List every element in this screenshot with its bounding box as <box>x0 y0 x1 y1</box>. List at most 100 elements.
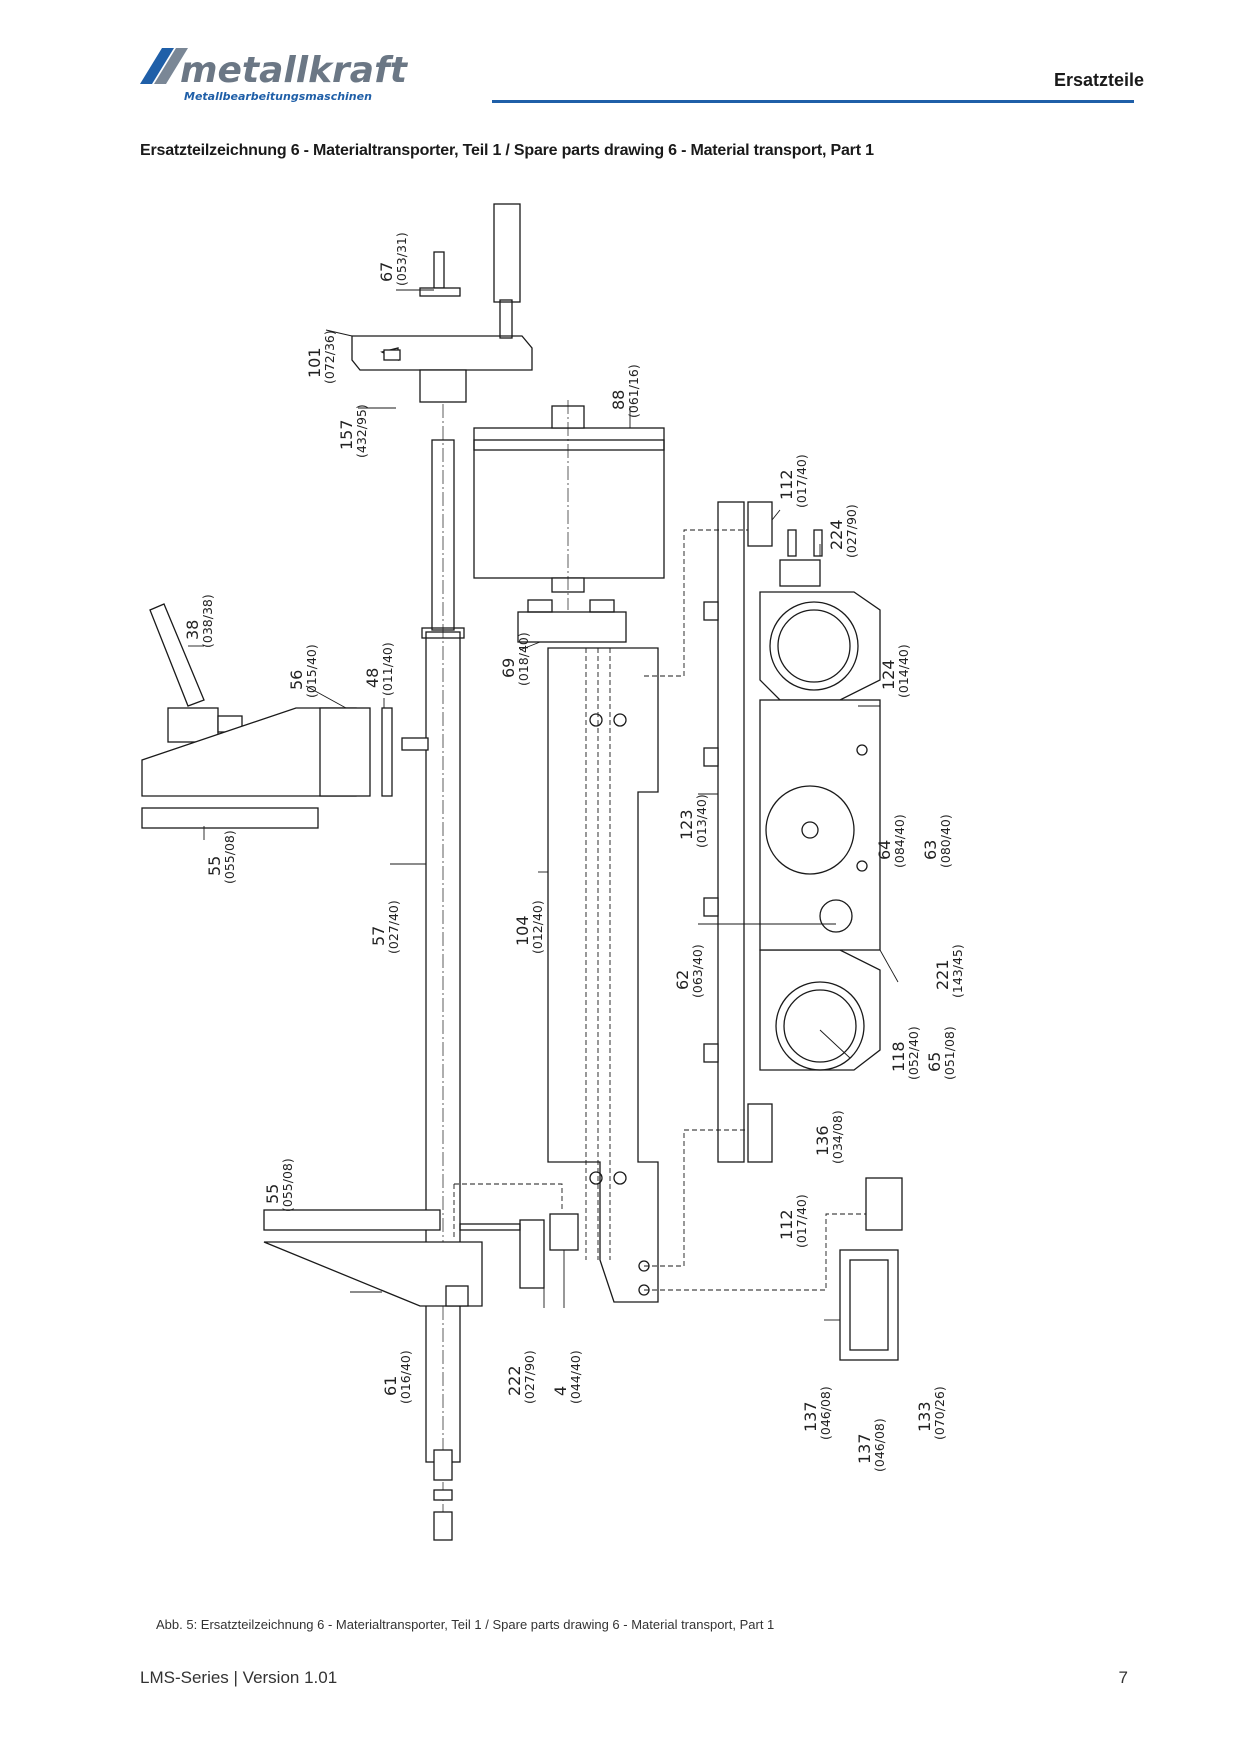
part-label-61: 61 (016/40) <box>381 1350 413 1404</box>
svg-text:133: 133 <box>915 1401 934 1432</box>
part-label-67: 67 (053/31) <box>377 232 409 286</box>
part-label-63: 63 (080/40) <box>921 814 953 868</box>
logo-mark-stripe-icon <box>154 48 188 84</box>
lever-38-assembly <box>141 603 429 829</box>
svg-text:137: 137 <box>801 1401 820 1432</box>
part-label-118: 118 (052/40) <box>889 1026 921 1080</box>
motor-88 <box>473 400 665 610</box>
svg-text:67: 67 <box>377 262 396 282</box>
svg-text:101: 101 <box>305 347 324 378</box>
svg-text:136: 136 <box>813 1125 832 1156</box>
svg-text:222: 222 <box>505 1365 524 1396</box>
part-label-124: 124 (014/40) <box>879 644 911 698</box>
svg-text:(046/08): (046/08) <box>818 1386 833 1440</box>
spare-parts-drawing: 67 (053/31) 101 (072/36) 157 (432/95) 88… <box>141 203 965 1541</box>
header-rule <box>492 100 1134 103</box>
svg-text:64: 64 <box>875 840 894 860</box>
svg-text:112: 112 <box>777 1209 796 1240</box>
svg-text:(027/90): (027/90) <box>844 504 859 558</box>
svg-text:123: 123 <box>677 809 696 840</box>
handwheel-101 <box>351 203 533 403</box>
carriage-plate-104 <box>547 647 659 1303</box>
svg-text:(012/40): (012/40) <box>530 900 545 954</box>
logo-mark-icon <box>140 48 174 84</box>
part-label-38: 38 (038/38) <box>183 594 215 648</box>
svg-text:57: 57 <box>369 926 388 946</box>
svg-text:(051/08): (051/08) <box>942 1026 957 1080</box>
leader-lines <box>188 289 899 1321</box>
svg-text:104: 104 <box>513 915 532 946</box>
svg-text:65: 65 <box>925 1052 944 1072</box>
part-label-133: 133 (070/26) <box>915 1386 947 1440</box>
part-label-224: 224 (027/90) <box>827 504 859 558</box>
svg-text:62: 62 <box>673 970 692 990</box>
svg-text:221: 221 <box>933 959 952 990</box>
svg-text:(055/08): (055/08) <box>280 1158 295 1212</box>
part-label-137-a: 137 (046/08) <box>801 1386 833 1440</box>
svg-text:69: 69 <box>499 658 518 678</box>
svg-text:(011/40): (011/40) <box>380 642 395 696</box>
part-label-62: 62 (063/40) <box>673 944 705 998</box>
part-label-65: 65 (051/08) <box>925 1026 957 1080</box>
svg-text:157: 157 <box>337 419 356 450</box>
page-number: 7 <box>1118 1668 1128 1687</box>
shaft-57 <box>421 360 465 1541</box>
bracket-61 <box>263 1209 483 1307</box>
footer-series-version: LMS-Series | Version 1.01 <box>140 1668 338 1687</box>
svg-text:55: 55 <box>263 1184 282 1204</box>
svg-text:88: 88 <box>609 390 628 410</box>
svg-text:(432/95): (432/95) <box>354 404 369 458</box>
svg-text:224: 224 <box>827 519 846 550</box>
svg-text:(070/26): (070/26) <box>932 1386 947 1440</box>
svg-text:(061/16): (061/16) <box>626 364 641 418</box>
part-label-57: 57 (027/40) <box>369 900 401 954</box>
svg-text:(046/08): (046/08) <box>872 1418 887 1472</box>
svg-text:(143/45): (143/45) <box>950 944 965 998</box>
svg-text:4: 4 <box>551 1386 570 1396</box>
svg-text:112: 112 <box>777 469 796 500</box>
block-112-lower <box>747 1103 773 1163</box>
rail-123 <box>703 501 745 1163</box>
svg-text:55: 55 <box>205 856 224 876</box>
svg-text:(016/40): (016/40) <box>398 1350 413 1404</box>
svg-text:(018/40): (018/40) <box>516 632 531 686</box>
part-label-104: 104 (012/40) <box>513 900 545 954</box>
logo-tagline: Metallbearbeitungsmaschinen <box>184 90 372 103</box>
svg-text:(038/38): (038/38) <box>200 594 215 648</box>
svg-text:(034/08): (034/08) <box>830 1110 845 1164</box>
svg-text:61: 61 <box>381 1376 400 1396</box>
svg-text:(017/40): (017/40) <box>794 454 809 508</box>
drawing-title: Ersatzteilzeichnung 6 - Materialtranspor… <box>140 142 874 159</box>
part-label-112-bottom: 112 (017/40) <box>777 1194 809 1248</box>
part-label-157: 157 (432/95) <box>337 404 369 458</box>
svg-text:(027/40): (027/40) <box>386 900 401 954</box>
part-label-221: 221 (143/45) <box>933 944 965 998</box>
section-label: Ersatzteile <box>1053 70 1144 90</box>
svg-text:(053/31): (053/31) <box>394 232 409 286</box>
svg-text:(063/40): (063/40) <box>690 944 705 998</box>
cylinder-222-and-part-4 <box>459 1213 579 1289</box>
part-label-55-bottom: 55 (055/08) <box>263 1158 295 1212</box>
part-label-64: 64 (084/40) <box>875 814 907 868</box>
svg-text:48: 48 <box>363 668 382 688</box>
part-labels: 67 (053/31) 101 (072/36) 157 (432/95) 88… <box>183 232 965 1472</box>
part-label-55-top: 55 (055/08) <box>205 830 237 884</box>
svg-text:(084/40): (084/40) <box>892 814 907 868</box>
part-label-88: 88 (061/16) <box>609 364 641 418</box>
svg-text:56: 56 <box>287 670 306 690</box>
part-label-101: 101 (072/36) <box>305 330 337 384</box>
svg-text:(052/40): (052/40) <box>906 1026 921 1080</box>
bracket-224 <box>747 501 823 587</box>
part-label-136: 136 (034/08) <box>813 1110 845 1164</box>
svg-text:(013/40): (013/40) <box>694 794 709 848</box>
svg-text:(072/36): (072/36) <box>322 330 337 384</box>
svg-text:(055/08): (055/08) <box>222 830 237 884</box>
svg-text:(027/90): (027/90) <box>522 1350 537 1404</box>
svg-text:(017/40): (017/40) <box>794 1194 809 1248</box>
part-label-4: 4 (044/40) <box>551 1350 583 1404</box>
part-label-123: 123 (013/40) <box>677 794 709 848</box>
frame-137-133 <box>839 1177 903 1361</box>
svg-text:(015/40): (015/40) <box>304 644 319 698</box>
part-label-222: 222 (027/90) <box>505 1350 537 1404</box>
logo-wordmark: metallkraft <box>180 50 409 91</box>
